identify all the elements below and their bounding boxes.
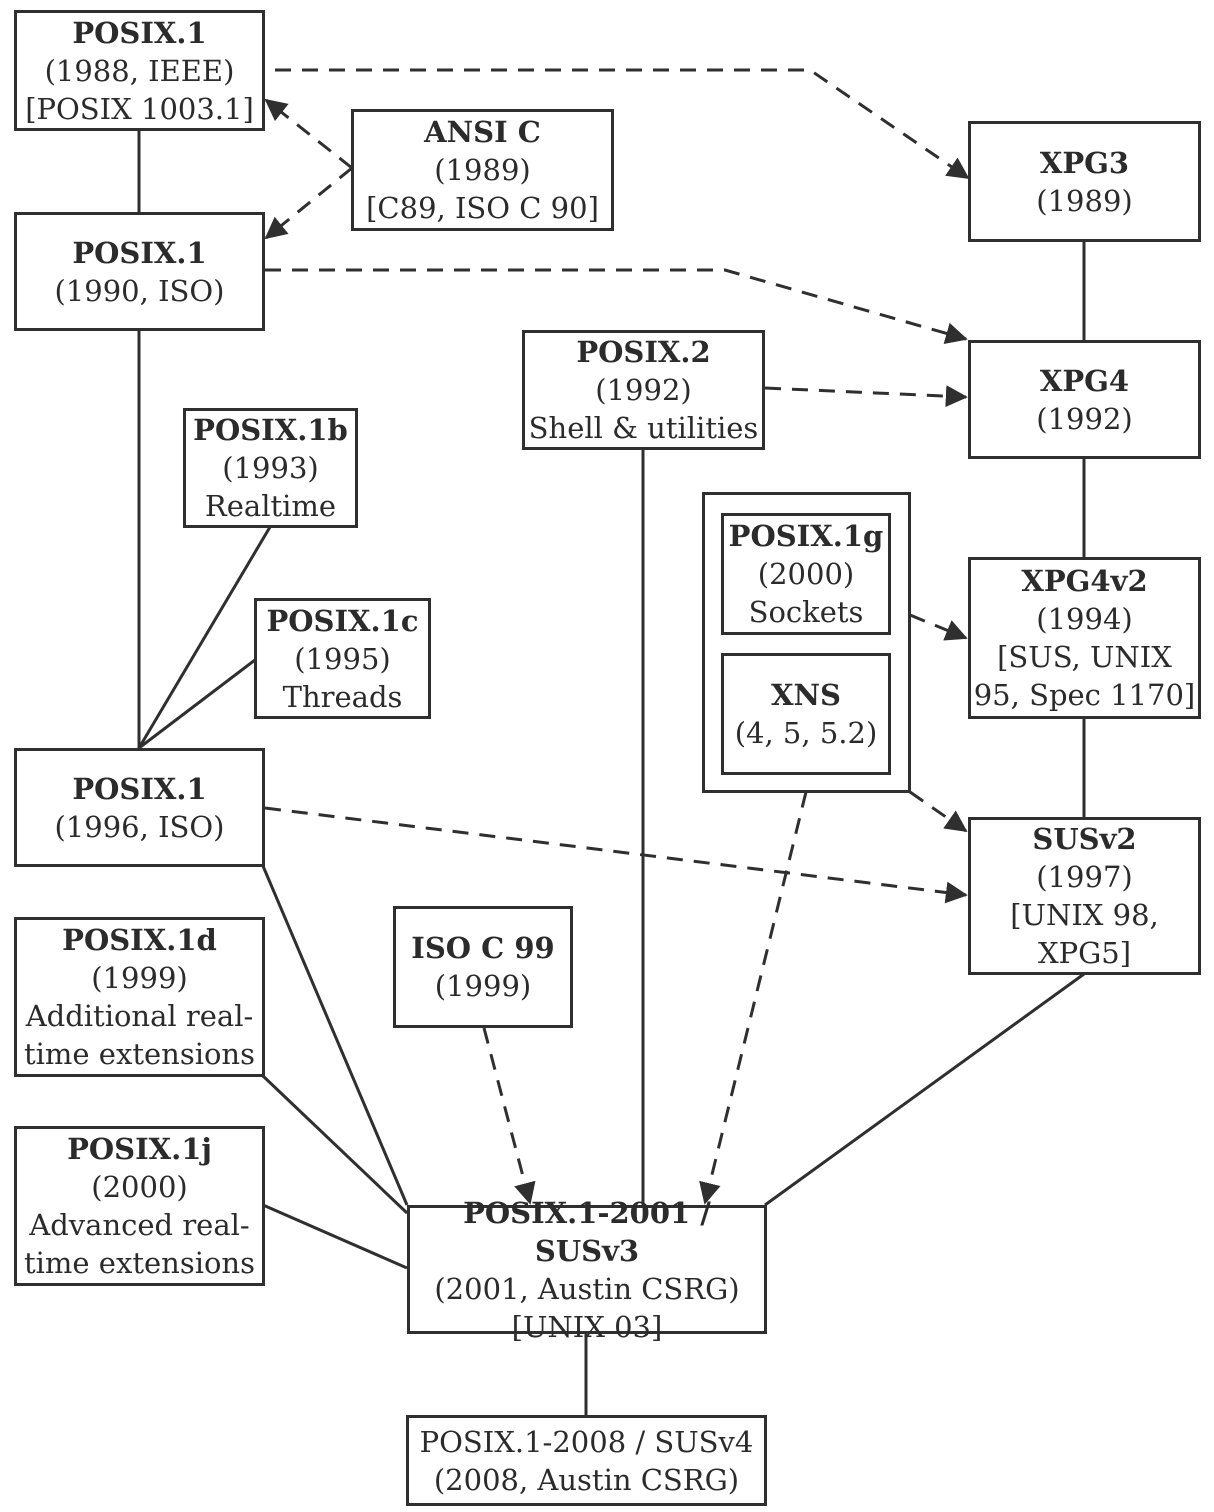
edge-posix2-xpg4 — [764, 385, 968, 408]
node-title: XPG4v2 — [1021, 564, 1148, 598]
node-line: POSIX.1-2008 / SUSv4 — [419, 1424, 754, 1459]
node-posix1c: POSIX.1c (1995) Threads — [254, 598, 431, 719]
node-line: [UNIX 03] — [511, 1309, 663, 1344]
edge-posix1j-susv3 — [262, 1203, 408, 1270]
node-title: POSIX.1 — [72, 15, 207, 50]
node-title: POSIX.1c — [266, 603, 419, 638]
node-line: (1999) — [91, 961, 188, 995]
node-ansi-c: ANSI C (1989) [C89, ISO C 90] — [351, 109, 614, 231]
node-title: ANSI C — [424, 115, 541, 149]
node-title: XPG3 — [1039, 145, 1130, 180]
node-title: POSIX.1j — [67, 1132, 212, 1166]
node-xpg4v2: XPG4v2 (1994) [SUS, UNIX 95, Spec 1170] — [968, 557, 1201, 719]
node-line: Sockets — [748, 595, 864, 629]
node-title: XPG4 — [1039, 363, 1130, 398]
node-title: POSIX.1 — [72, 771, 207, 806]
node-title: POSIX.1d — [62, 923, 217, 957]
node-line: (2001, Austin CSRG) — [434, 1271, 740, 1306]
node-line: Realtime — [204, 489, 337, 523]
node-line: XPG5] — [1037, 936, 1132, 970]
node-line: Additional real- — [25, 999, 254, 1033]
edge-ansic-posix1990 — [264, 166, 353, 240]
edge-ansic-posix1988 — [264, 98, 353, 170]
node-line: 95, Spec 1170] — [973, 678, 1196, 712]
node-posix1-1996: POSIX.1 (1996, ISO) — [14, 748, 265, 867]
node-line: (1996, ISO) — [54, 809, 225, 844]
node-line: (1993) — [222, 451, 319, 485]
edge-isoc99-susv3 — [482, 1027, 536, 1205]
edge-susv2-susv3 — [764, 972, 1085, 1207]
node-xpg4: XPG4 (1992) — [968, 340, 1201, 459]
node-line: (2000) — [91, 1170, 188, 1204]
node-posix1-1990: POSIX.1 (1990, ISO) — [14, 212, 265, 331]
posix1g-xns-group — [702, 492, 911, 793]
node-line: time extensions — [24, 1246, 255, 1280]
node-line: (1992) — [595, 373, 692, 407]
edge-group-susv3 — [699, 791, 808, 1205]
node-title: POSIX.2 — [576, 335, 711, 369]
node-title: POSIX.1b — [193, 413, 348, 447]
node-line: [C89, ISO C 90] — [366, 191, 599, 225]
edge-posix1b-posix1996 — [137, 526, 272, 749]
node-line: (1990, ISO) — [54, 273, 225, 308]
node-line: (2000) — [757, 557, 855, 591]
node-xpg3: XPG3 (1989) — [968, 121, 1201, 242]
node-posix1b: POSIX.1b (1993) Realtime — [183, 408, 358, 528]
node-posix1d: POSIX.1d (1999) Additional real- time ex… — [14, 917, 265, 1077]
node-line: (1997) — [1036, 860, 1133, 894]
node-line: Shell & utilities — [528, 411, 759, 445]
node-line: (1992) — [1036, 401, 1133, 436]
node-xns: XNS (4, 5, 5.2) — [721, 653, 891, 775]
node-susv2: SUSv2 (1997) [UNIX 98, XPG5] — [968, 817, 1201, 975]
node-line: (1999) — [434, 969, 532, 1003]
node-posix1-2008-susv4: POSIX.1-2008 / SUSv4 (2008, Austin CSRG) — [406, 1415, 767, 1506]
node-line: [SUS, UNIX — [997, 640, 1172, 674]
node-line: (1994) — [1036, 602, 1133, 636]
node-line: time extensions — [24, 1037, 255, 1071]
edge-posix1c-posix1996 — [138, 658, 256, 750]
node-title: POSIX.1 — [72, 235, 207, 270]
node-title: POSIX.1g — [728, 519, 884, 553]
node-line: [UNIX 98, — [1010, 898, 1159, 932]
node-line: [POSIX 1003.1] — [25, 91, 254, 126]
edge-posix1996-susv2 — [264, 806, 968, 904]
node-line: (1988, IEEE) — [44, 53, 235, 88]
node-title: ISO C 99 — [411, 931, 555, 965]
node-posix1-2001-susv3: POSIX.1-2001 / SUSv3 (2001, Austin CSRG)… — [407, 1196, 767, 1344]
node-line: (2008, Austin CSRG) — [433, 1462, 740, 1497]
edge-posix1996-susv3 — [261, 865, 409, 1206]
node-line: (1989) — [1036, 183, 1133, 218]
edge-posix1990-xpg4 — [265, 268, 968, 345]
node-line: (4, 5, 5.2) — [734, 716, 878, 750]
node-line: (1995) — [294, 641, 391, 676]
node-title: POSIX.1-2001 / SUSv3 — [463, 1195, 711, 1268]
node-line: (1989) — [434, 153, 531, 187]
node-posix1g: POSIX.1g (2000) Sockets — [721, 513, 891, 635]
node-title: SUSv2 — [1032, 822, 1137, 856]
edge-posix1988-xpg3 — [275, 68, 970, 180]
edge-group-susv2 — [909, 790, 968, 833]
node-posix1j: POSIX.1j (2000) Advanced real- time exte… — [14, 1126, 265, 1286]
node-title: XNS — [771, 678, 841, 712]
node-posix2: POSIX.2 (1992) Shell & utilities — [522, 330, 765, 450]
node-line: Advanced real- — [29, 1208, 250, 1242]
node-line: Threads — [282, 679, 403, 714]
node-isoc99: ISO C 99 (1999) — [393, 906, 573, 1028]
edge-posix1g-xpg4v2 — [909, 613, 968, 641]
node-posix1-1988: POSIX.1 (1988, IEEE) [POSIX 1003.1] — [14, 10, 265, 131]
edge-posix1d-susv3 — [261, 1074, 409, 1215]
